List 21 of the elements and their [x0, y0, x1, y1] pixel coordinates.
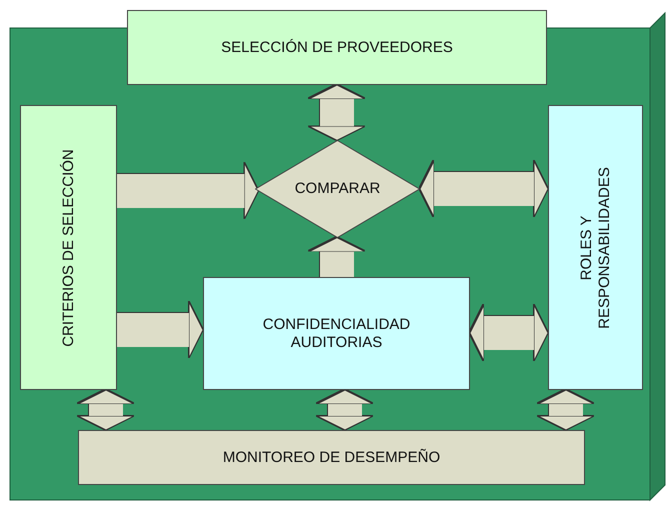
node-label: COMPARAR: [294, 180, 380, 198]
block-arrow: [117, 162, 259, 220]
double-block-arrow: [470, 304, 548, 362]
node-label: SELECCIÓN DE PROVEEDORES: [221, 38, 453, 56]
process-box: [203, 277, 470, 390]
node-label: CRITERIOS DE SELECCIÓN: [60, 148, 78, 348]
block-arrow: [117, 302, 204, 358]
node-label: MONITOREO DE DESEMPEÑO: [222, 448, 440, 466]
double-block-arrow: [538, 390, 594, 430]
process-box: [20, 105, 117, 390]
node-label: CONFIDENCIALIDAD AUDITORIAS: [262, 316, 412, 352]
double-block-arrow: [316, 390, 374, 430]
decision-diamond: [255, 140, 420, 238]
process-box: [78, 430, 585, 485]
process-box: [127, 10, 547, 85]
block-arrow: [308, 237, 366, 277]
double-block-arrow: [420, 160, 548, 218]
double-block-arrow: [308, 84, 366, 141]
node-label: ROLES Y RESPONSABILIDADES: [578, 166, 614, 330]
process-box: [548, 105, 643, 390]
double-block-arrow: [78, 390, 134, 430]
